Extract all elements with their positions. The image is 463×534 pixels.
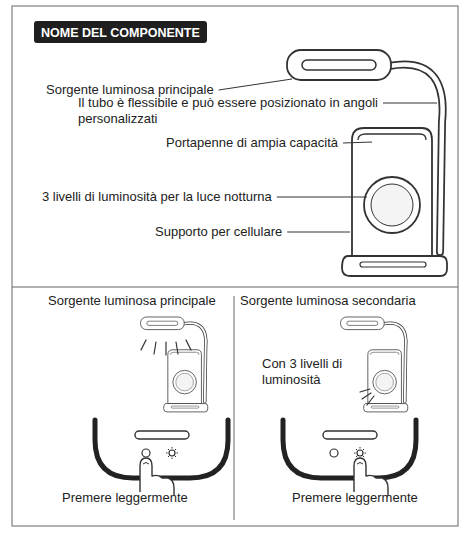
badge-text: NOME DEL COMPONENTE bbox=[41, 26, 200, 40]
section-divider bbox=[12, 287, 458, 288]
caption-label: Premere leggermente bbox=[62, 490, 188, 506]
drawing-part bbox=[360, 389, 370, 392]
lamp-small bbox=[341, 317, 408, 412]
caption-label: Premere leggermente bbox=[292, 490, 418, 506]
leader-line bbox=[277, 197, 367, 198]
caption-label: Sorgente luminosa principale bbox=[48, 293, 216, 309]
leader-line bbox=[219, 79, 292, 90]
part-label: Il tubo è flessibile e può essere posizi… bbox=[78, 95, 390, 127]
part-label: Supporto per cellulare bbox=[155, 224, 282, 240]
section-badge: NOME DEL COMPONENTE bbox=[34, 21, 207, 43]
light-rays bbox=[360, 389, 374, 405]
leader-line bbox=[343, 142, 372, 143]
drawing-part bbox=[176, 342, 178, 354]
drawing-part bbox=[186, 340, 191, 350]
control-panel bbox=[95, 420, 228, 478]
drawing-part bbox=[141, 340, 146, 350]
outer-frame bbox=[12, 6, 458, 526]
drawing-part bbox=[362, 393, 371, 399]
control-panel bbox=[283, 420, 416, 478]
caption-label: Sorgente luminosa secondaria bbox=[240, 293, 416, 309]
leader-line bbox=[383, 103, 437, 104]
lamp-drawing bbox=[287, 50, 447, 276]
caption-label: Con 3 livelli di luminosità bbox=[262, 356, 354, 388]
leader-line bbox=[287, 232, 350, 233]
drawing-part bbox=[367, 396, 374, 405]
part-label: 3 livelli di luminosità per la luce nott… bbox=[42, 189, 272, 205]
light-rays bbox=[141, 340, 191, 355]
drawing-part bbox=[154, 342, 156, 354]
drawing-part bbox=[165, 342, 166, 355]
part-label: Portapenne di ampia capacità bbox=[166, 135, 338, 151]
column-divider bbox=[234, 296, 235, 520]
lamp-small bbox=[141, 317, 208, 412]
